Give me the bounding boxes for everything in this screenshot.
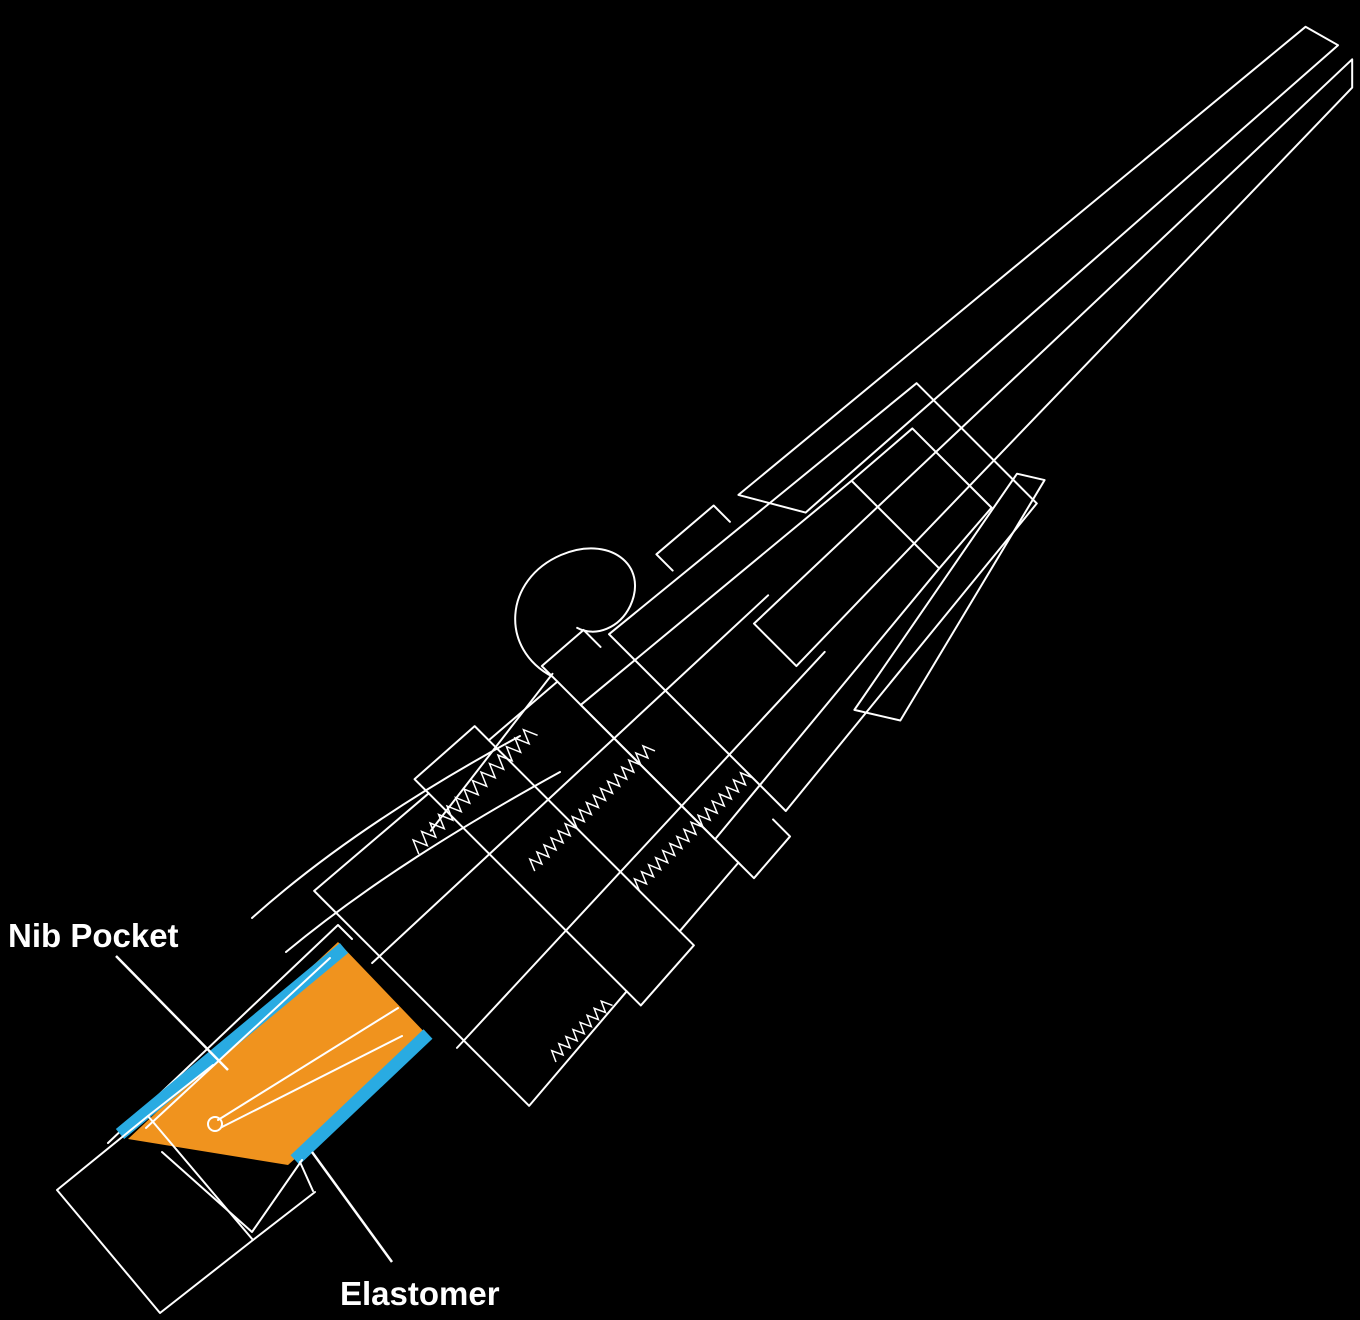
nib-outline — [217, 1007, 403, 1128]
grip-curve-outer — [251, 735, 521, 919]
grip-curve-inner — [285, 771, 561, 953]
front-cap-joints — [147, 1064, 316, 1241]
nib-pocket-label: Nib Pocket — [8, 917, 179, 954]
annotations-group: Nib Pocket Elastomer — [8, 917, 500, 1312]
elastomer-stripe-bottom — [290, 1029, 433, 1165]
thread-band-3 — [633, 771, 753, 892]
outer-barrel-top-sliver — [737, 25, 1340, 514]
rear-housing-tab — [655, 504, 731, 572]
joint-tab-top — [540, 628, 602, 683]
nib-pocket-leader-line — [115, 955, 229, 1071]
joint-tab-bottom — [737, 818, 792, 880]
cartridge-tube-outline — [579, 427, 993, 841]
retention-hook — [514, 547, 636, 678]
inner-rod-sliver — [752, 58, 1354, 668]
outer-barrel-bottom-sliver — [853, 472, 1046, 722]
inner-bore-lines — [371, 594, 826, 1049]
rear-housing-outline — [608, 382, 1038, 812]
thread-band-2 — [528, 744, 656, 872]
nib-funnel — [161, 1151, 314, 1233]
nib-tip-ball — [207, 1116, 223, 1132]
front-housing-divider — [427, 739, 681, 993]
pen-body-group — [313, 25, 1354, 1107]
nib-pocket-inner-wall — [145, 957, 331, 1129]
elastomer-leader-line — [310, 1151, 394, 1263]
thread-band-4 — [550, 999, 613, 1063]
nib-pocket-fill — [128, 942, 430, 1165]
nose-assembly-group — [56, 735, 561, 1314]
elastomer-label: Elastomer — [340, 1275, 500, 1312]
